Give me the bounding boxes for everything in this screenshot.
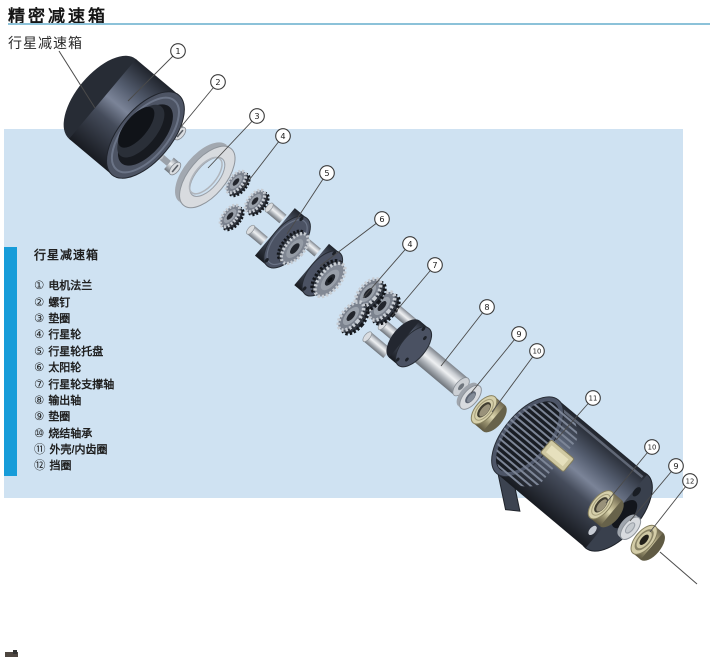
part-washer-small-2 [617,514,642,540]
callout-line [127,50,179,102]
legend-item-label: 垫圈 [48,411,71,424]
legend-item-label: 行星轮支撑轴 [48,378,115,391]
page-subtitle: 行星减速箱 [8,35,83,51]
legend-item-number: ⑥ [34,362,45,375]
legend-item-number: ② [34,296,45,309]
callout-number: 12 [686,477,695,485]
callout-number: 2 [215,77,220,87]
legend-item-label: 垫圈 [48,312,71,325]
legend-item-label: 电机法兰 [48,280,93,293]
title-underline [8,23,710,25]
legend-item-label: 行星轮托盘 [48,345,104,358]
legend-item-number: ⑧ [34,394,45,407]
legend-accent-bar [4,247,17,476]
legend-item-label: 输出轴 [48,394,82,407]
callout-number: 1 [175,46,180,56]
axis-tail-line [659,551,698,585]
subtitle-leader-line [58,50,96,109]
legend-item-label: 烧结轴承 [48,427,93,440]
callout-circle [249,108,265,124]
callout-number: 3 [254,111,259,121]
callout-circle [210,74,226,90]
legend-item-number: ⑪ [34,444,46,457]
legend-item-label: 太阳轮 [48,362,82,375]
legend-item-number: ⑨ [34,411,45,424]
legend-item-label: 外壳/内齿圈 [49,444,108,457]
cropped-footer-mark [5,650,18,657]
legend-item-label: 螺钉 [48,296,71,309]
legend-item-number: ⑦ [34,378,45,391]
legend-item-number: ③ [34,312,45,325]
legend-item-number: ⑩ [34,427,45,440]
legend-item-label: 挡圈 [49,460,72,473]
legend-item-number: ④ [34,329,45,342]
page-title: 精密减速箱 [8,7,108,26]
callout-circle [682,473,698,489]
part-retaining-ring [630,524,665,561]
legend-item-number: ⑤ [34,345,45,358]
legend-item-number: ① [34,280,45,293]
legend-item-number: ⑫ [34,460,46,473]
callout-circle [170,43,186,59]
legend-title: 行星减速箱 [34,248,100,262]
legend-item-label: 行星轮 [48,329,82,342]
callout-line [179,81,219,129]
